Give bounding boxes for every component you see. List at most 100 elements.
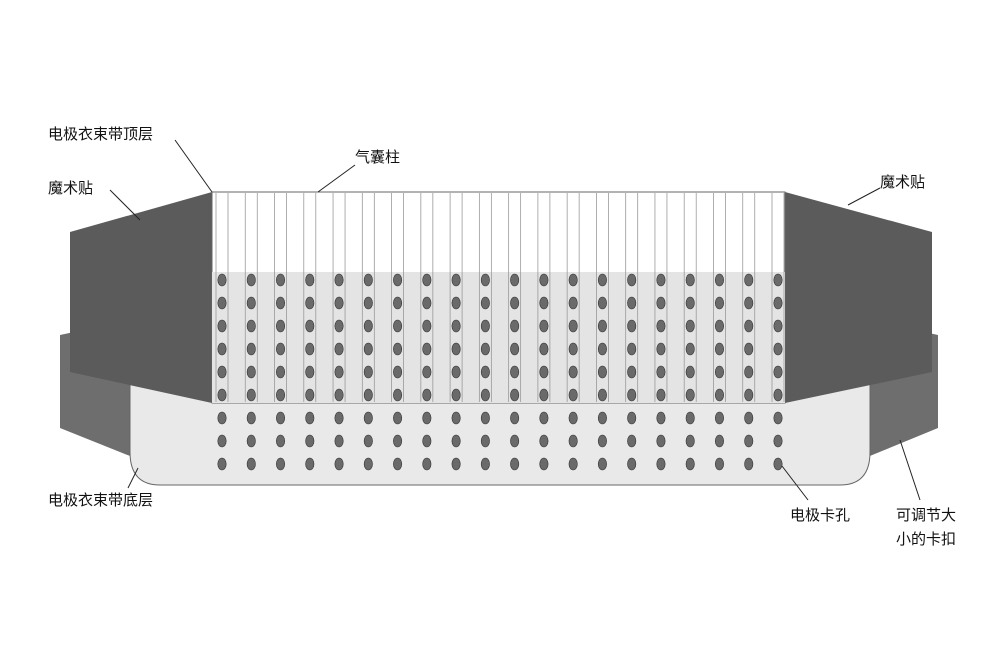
electrode-hole: [451, 342, 461, 356]
bottom-layer-band: [129, 379, 871, 486]
electrode-hole: [305, 411, 315, 425]
electrode-hole: [363, 273, 373, 287]
electrode-hole: [627, 319, 637, 333]
electrode-hole: [656, 411, 666, 425]
electrode-hole: [246, 388, 256, 402]
electrode-hole: [480, 319, 490, 333]
electrode-hole: [276, 388, 286, 402]
electrode-hole: [363, 411, 373, 425]
electrode-hole: [656, 457, 666, 471]
electrode-hole: [539, 411, 549, 425]
electrode-hole: [744, 296, 754, 310]
electrode-hole: [217, 411, 227, 425]
electrode-hole: [714, 434, 724, 448]
electrode-hole: [744, 342, 754, 356]
electrode-hole: [217, 296, 227, 310]
label-top-layer: 电极衣束带顶层: [48, 125, 153, 143]
electrode-hole: [451, 273, 461, 287]
electrode-hole: [393, 388, 403, 402]
electrode-hole: [627, 434, 637, 448]
electrode-hole: [276, 319, 286, 333]
electrode-hole: [246, 411, 256, 425]
electrode-hole: [305, 296, 315, 310]
electrode-hole: [627, 365, 637, 379]
electrode-hole: [422, 342, 432, 356]
electrode-hole: [597, 388, 607, 402]
electrode-hole: [773, 388, 783, 402]
electrode-hole: [656, 296, 666, 310]
electrode-hole: [480, 434, 490, 448]
label-air-column: 气囊柱: [355, 148, 400, 166]
electrode-hole: [510, 273, 520, 287]
electrode-hole: [393, 273, 403, 287]
electrode-hole: [363, 365, 373, 379]
electrode-hole: [597, 457, 607, 471]
electrode-hole: [363, 388, 373, 402]
electrode-hole: [568, 434, 578, 448]
electrode-hole: [422, 296, 432, 310]
electrode-hole: [422, 365, 432, 379]
electrode-hole: [627, 411, 637, 425]
electrode-hole: [451, 411, 461, 425]
electrode-hole: [305, 434, 315, 448]
label-buckle-line2: 小的卡扣: [896, 530, 956, 548]
electrode-hole: [539, 273, 549, 287]
air-column-lines: [215, 193, 785, 402]
electrode-hole: [773, 434, 783, 448]
electrode-hole: [422, 434, 432, 448]
electrode-hole: [685, 365, 695, 379]
label-velcro-right: 魔术贴: [880, 173, 925, 191]
electrode-hole: [714, 342, 724, 356]
electrode-hole: [539, 296, 549, 310]
electrode-hole: [451, 296, 461, 310]
left-velcro-panel: [70, 192, 212, 403]
electrode-hole: [510, 434, 520, 448]
electrode-hole: [480, 273, 490, 287]
electrode-hole: [714, 457, 724, 471]
electrode-hole: [773, 273, 783, 287]
electrode-hole: [276, 457, 286, 471]
electrode-hole: [685, 296, 695, 310]
electrode-hole: [539, 365, 549, 379]
electrode-hole: [539, 457, 549, 471]
electrode-hole: [276, 411, 286, 425]
electrode-hole: [656, 388, 666, 402]
electrode-hole: [393, 342, 403, 356]
electrode-hole: [422, 273, 432, 287]
electrode-hole: [714, 365, 724, 379]
electrode-hole: [744, 388, 754, 402]
electrode-hole: [685, 411, 695, 425]
electrode-hole: [568, 342, 578, 356]
electrode-hole: [480, 411, 490, 425]
electrode-hole: [334, 319, 344, 333]
electrode-hole: [217, 365, 227, 379]
electrode-hole: [305, 365, 315, 379]
electrode-hole: [363, 457, 373, 471]
electrode-hole: [510, 457, 520, 471]
electrode-hole: [334, 434, 344, 448]
electrode-hole: [597, 365, 607, 379]
electrode-hole: [714, 388, 724, 402]
electrode-hole: [334, 273, 344, 287]
electrode-hole: [627, 457, 637, 471]
electrode-hole: [480, 388, 490, 402]
electrode-hole: [714, 411, 724, 425]
electrode-hole: [773, 411, 783, 425]
electrode-hole: [597, 342, 607, 356]
electrode-hole: [363, 342, 373, 356]
electrode-hole: [334, 365, 344, 379]
leader-buckle: [899, 439, 921, 501]
electrode-hole: [539, 319, 549, 333]
electrode-hole: [246, 434, 256, 448]
electrode-hole: [510, 411, 520, 425]
electrode-hole: [568, 365, 578, 379]
electrode-hole: [510, 365, 520, 379]
electrode-hole: [627, 388, 637, 402]
electrode-hole: [714, 319, 724, 333]
electrode-hole: [714, 273, 724, 287]
electrode-hole: [393, 434, 403, 448]
electrode-hole: [276, 296, 286, 310]
electrode-hole: [744, 457, 754, 471]
electrode-hole: [217, 319, 227, 333]
